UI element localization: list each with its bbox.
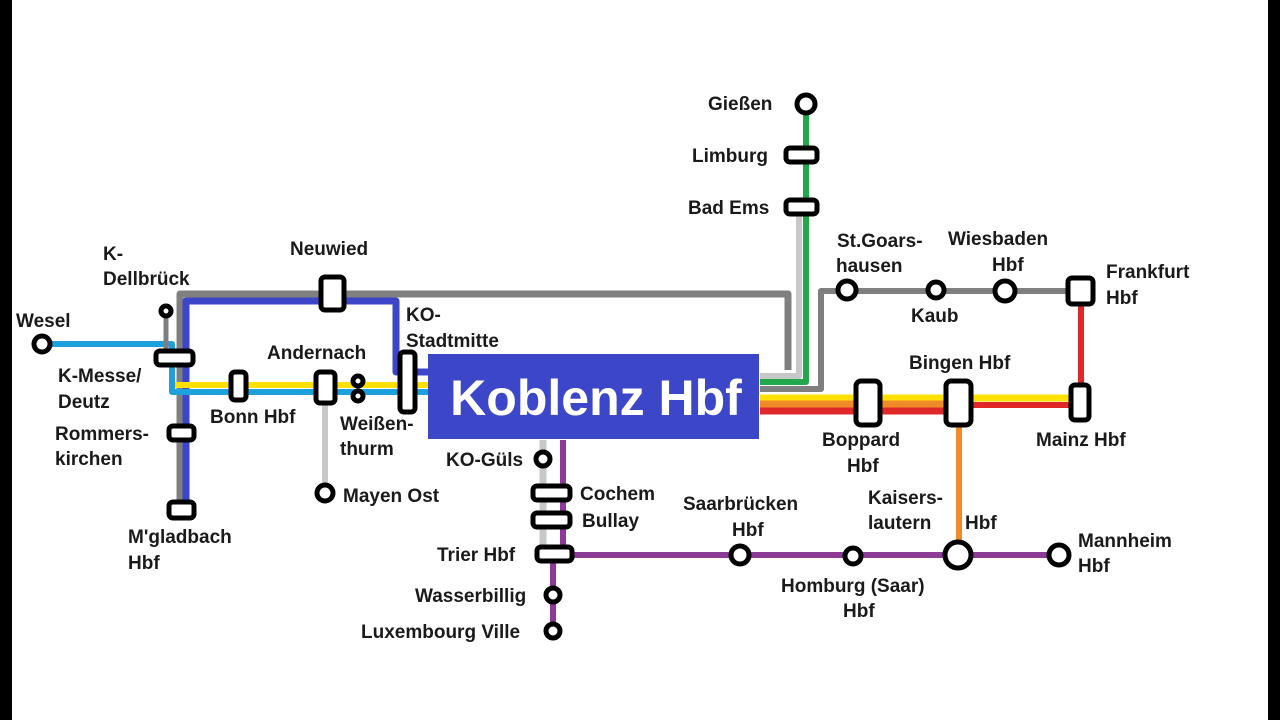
label-homburg-1: Homburg (Saar) <box>781 576 925 597</box>
line-lahn <box>760 104 809 385</box>
label-rommerskirchen-1: Rommers- <box>55 424 149 445</box>
station-boppard-hbf[interactable] <box>853 378 883 428</box>
station-bonn-hbf[interactable] <box>228 369 249 403</box>
label-wiesbaden-1: Wiesbaden <box>948 229 1048 250</box>
stations <box>31 92 1096 641</box>
station-bullay[interactable] <box>530 510 573 530</box>
label-weissenthurm-1: Weißen- <box>340 414 414 435</box>
station-cochem[interactable] <box>530 483 573 503</box>
station-mannheim-hbf[interactable] <box>1046 542 1072 568</box>
label-kaub: Kaub <box>911 306 959 327</box>
label-weissenthurm-2: thurm <box>340 439 394 460</box>
label-trier-hbf: Trier Hbf <box>437 545 516 566</box>
label-andernach: Andernach <box>267 343 366 364</box>
station-wesel[interactable] <box>31 333 53 355</box>
station-rommerskirchen[interactable] <box>166 423 197 443</box>
label-ko-guels: KO-Güls <box>446 450 523 471</box>
station-bad-ems[interactable] <box>783 197 820 217</box>
hub-title: Koblenz Hbf <box>450 370 742 426</box>
station-homburg-saar-hbf[interactable] <box>842 545 864 567</box>
label-luxembourg-ville: Luxembourg Ville <box>361 622 520 643</box>
station-mayen-ost[interactable] <box>314 482 336 504</box>
station-wasserbillig[interactable] <box>543 585 563 605</box>
label-bonn-hbf: Bonn Hbf <box>210 407 296 428</box>
label-limburg: Limburg <box>692 146 768 167</box>
label-giessen: Gießen <box>708 94 772 115</box>
station-mgladbach-hbf[interactable] <box>166 499 197 521</box>
station-k-messe-deutz[interactable] <box>153 348 196 368</box>
label-saarbruecken-2: Hbf <box>732 520 764 541</box>
station-neuwied[interactable] <box>318 274 347 313</box>
label-k-dellbrueck-1: K- <box>103 244 123 265</box>
label-frankfurt-2: Hbf <box>1106 288 1138 309</box>
label-boppard-2: Hbf <box>847 456 879 477</box>
label-mayen-ost: Mayen Ost <box>343 486 440 507</box>
label-wasserbillig: Wasserbillig <box>415 586 526 607</box>
label-k-messe-2: Deutz <box>58 392 110 413</box>
label-st-goarshausen-2: hausen <box>836 256 903 277</box>
label-frankfurt-1: Frankfurt <box>1106 262 1190 283</box>
label-saarbruecken-1: Saarbrücken <box>683 494 798 515</box>
station-wiesbaden-hbf[interactable] <box>992 278 1018 304</box>
label-ko-stadtmitte-1: KO- <box>406 305 441 326</box>
station-k-dellbrueck[interactable] <box>158 303 174 319</box>
label-kaiserslautern-1: Kaisers- <box>868 488 943 509</box>
koblenz-hub[interactable]: Koblenz Hbf <box>428 354 759 439</box>
label-wesel: Wesel <box>16 311 71 332</box>
label-mannheim-1: Mannheim <box>1078 531 1172 552</box>
line-right-rhine <box>176 290 792 510</box>
line-rhine-right-bank <box>760 288 1081 392</box>
label-st-goarshausen-1: St.Goars- <box>837 231 923 252</box>
label-mgladbach-1: M'gladbach <box>128 527 232 548</box>
label-boppard-1: Boppard <box>822 430 900 451</box>
label-wiesbaden-2: Hbf <box>992 255 1024 276</box>
station-ko-stadtmitte[interactable] <box>397 349 418 415</box>
label-bullay: Bullay <box>582 511 639 532</box>
hub-box[interactable] <box>428 354 759 439</box>
station-weissenthurm-b[interactable] <box>350 388 366 404</box>
station-bingen-hbf[interactable] <box>943 378 974 428</box>
station-frankfurt-hbf[interactable] <box>1065 275 1096 307</box>
label-homburg-2: Hbf <box>843 601 875 622</box>
station-kaub[interactable] <box>925 279 947 301</box>
line-lahn-local <box>760 208 802 379</box>
line-wesel <box>42 341 428 395</box>
station-trier-hbf[interactable] <box>534 544 575 564</box>
station-weissenthurm-a[interactable] <box>350 373 366 389</box>
station-ko-guels[interactable] <box>533 449 553 469</box>
station-luxembourg-ville[interactable] <box>543 621 563 641</box>
station-st-goarshausen[interactable] <box>835 278 859 302</box>
station-labels: Gießen Limburg Bad Ems Neuwied K- Dellbr… <box>16 94 1190 643</box>
label-neuwied: Neuwied <box>290 239 368 260</box>
label-cochem: Cochem <box>580 484 655 505</box>
station-mainz-hbf[interactable] <box>1068 382 1092 423</box>
label-k-dellbrueck-2: Dellbrück <box>103 269 190 290</box>
station-giessen[interactable] <box>794 92 818 116</box>
label-kaiserslautern-2: lautern <box>868 513 931 534</box>
label-mannheim-2: Hbf <box>1078 556 1110 577</box>
label-ko-stadtmitte-2: Stadtmitte <box>406 331 499 352</box>
station-limburg[interactable] <box>783 145 820 165</box>
label-bad-ems: Bad Ems <box>688 198 769 219</box>
station-andernach[interactable] <box>313 369 338 406</box>
station-kaiserslautern-hbf[interactable] <box>942 539 974 571</box>
label-bingen-hbf: Bingen Hbf <box>909 353 1011 374</box>
station-saarbruecken-hbf[interactable] <box>728 543 752 567</box>
label-mgladbach-2: Hbf <box>128 553 160 574</box>
label-k-messe-1: K-Messe/ <box>58 366 142 387</box>
label-rommerskirchen-2: kirchen <box>55 449 123 470</box>
label-mainz-hbf: Mainz Hbf <box>1036 430 1126 451</box>
label-kaiserslautern-3: Hbf <box>965 513 997 534</box>
